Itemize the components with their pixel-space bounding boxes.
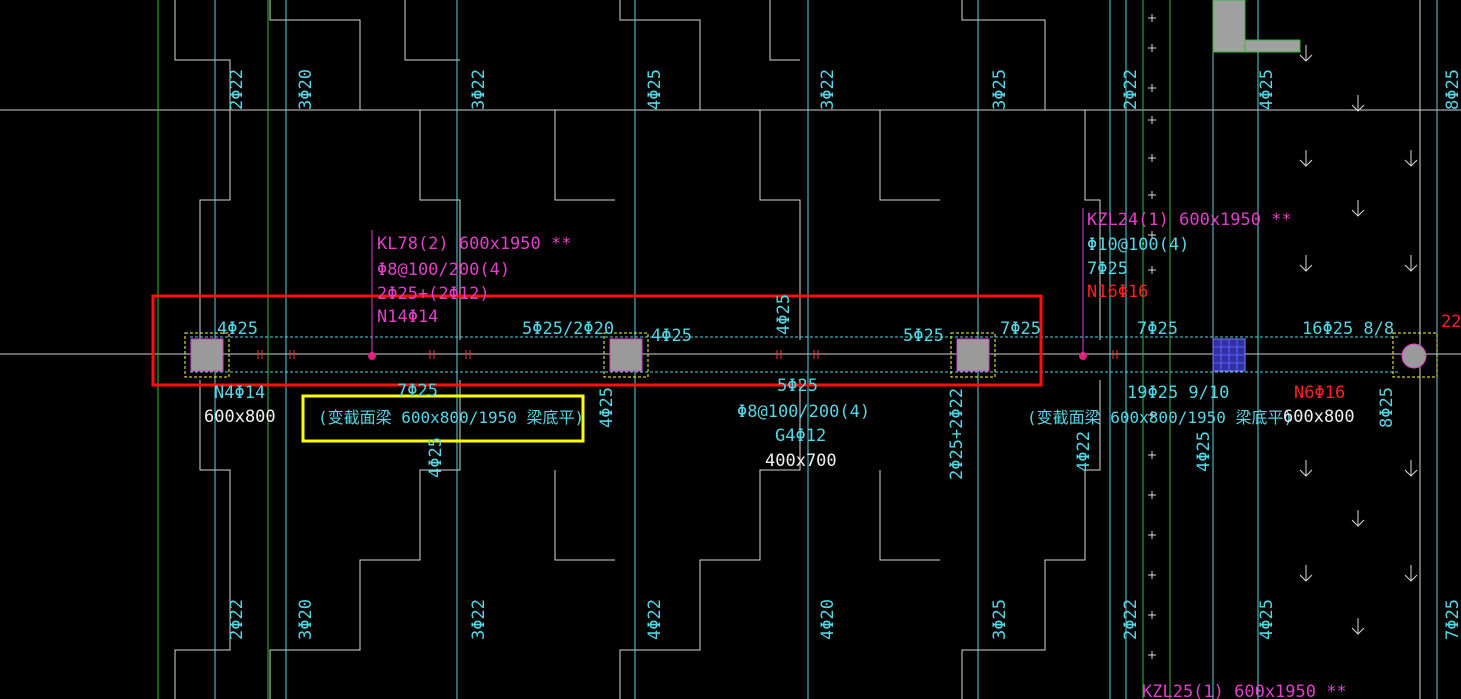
beam-mid-vertical-label: 4Φ25 [774,294,794,335]
far-right-size-label: 600x800 [1283,407,1355,427]
dimension-ticks [257,350,1118,359]
beam-kl78-label: KL78(2) 600x1950 ** Φ8@100/200(4) 2Φ25+(… [377,234,571,327]
far-right-bottom-label: N6Φ16 [1294,383,1345,403]
wall-labels-bottom: 2Φ22 3Φ20 3Φ22 4Φ22 4Φ20 3Φ25 2Φ22 4Φ25 … [227,599,1461,640]
wall-label-top: 2Φ22 [227,69,247,110]
label-leaders [371,208,1084,356]
wall-label-top: 4Φ25 [645,69,665,110]
wall-label-bottom: 4Φ22 [645,599,665,640]
beam-kl78-side-bars: N14Φ14 [377,307,438,327]
wall-label-top: 4Φ25 [1257,69,1277,110]
beam-kzl24-stirrup: Φ10@100(4) [1087,235,1189,255]
wall-label-top: 3Φ22 [469,69,489,110]
beam-kzl24-side-bars: N16Φ16 [1087,282,1148,302]
column-1 [184,332,230,378]
wall-label-bottom: 3Φ25 [990,599,1010,640]
mid-bottom-left-label: 7Φ25 [397,381,438,401]
beam-kzl24-label: KZL24(1) 600x1950 ** Φ10@100(4) 7Φ25 N16… [1087,210,1292,302]
note-left: (变截面梁 600x800/1950 梁底平) [318,408,584,427]
beam-outline [190,336,1400,373]
yellow-highlight-box [301,394,585,443]
column-fill-top [1212,0,1301,53]
mid-stirrup-label: Φ8@100/200(4) [737,402,870,422]
beam-kl78-name: KL78(2) 600x1950 ** [377,234,571,254]
wall-label-top: 8Φ25 [1443,69,1461,110]
guide-lines [0,109,1461,355]
beam-kzl24-top-bars: 7Φ25 [1087,259,1128,279]
column-4-hatched [1212,338,1246,372]
support-2-left-label: 5Φ25/2Φ20 [522,319,614,339]
wall-label-bottom: 4Φ20 [818,599,838,640]
red-highlight-box [151,294,1043,387]
wall-label-top: 3Φ20 [296,69,316,110]
wall-label-top: 3Φ22 [818,69,838,110]
column-2 [603,332,649,378]
vertical-left-label: 4Φ25 [426,437,446,478]
wall-label-bottom: 3Φ22 [469,599,489,640]
plus-markers [1148,14,1156,659]
right-top-label: 7Φ25 [1137,319,1178,339]
mid-size-label: 400x700 [765,451,837,471]
support-2-vertical-label: 4Φ25 [597,387,617,428]
right-vertical-1-label: 4Φ22 [1074,431,1094,472]
column-5-round [1392,332,1438,378]
support-3-right-label: 7Φ25 [1000,319,1041,339]
beam-kl78-top-bars: 2Φ25+(2Φ12) [377,284,490,304]
wall-label-bottom: 2Φ22 [227,599,247,640]
arrow-markers [1299,45,1418,635]
wall-labels-top: 2Φ22 3Φ20 3Φ22 4Φ25 3Φ22 3Φ25 2Φ22 4Φ25 … [227,69,1461,110]
far-right-edge-label: 22 [1441,312,1461,332]
support-3-vertical-label: 2Φ25+2Φ22 [947,388,967,480]
right-vertical-2-label: 4Φ25 [1194,431,1214,472]
mid-side-label: G4Φ12 [775,426,826,446]
wall-label-bottom: 3Φ20 [296,599,316,640]
support-3-left-label: 5Φ25 [903,326,944,346]
note-right: (变截面梁 600x800/1950 梁底平) [1027,408,1293,427]
wall-label-bottom: 4Φ25 [1257,599,1277,640]
green-axis-lines [157,0,1171,699]
wall-label-top: 3Φ25 [990,69,1010,110]
wall-label-bottom: 7Φ25 [1443,599,1461,640]
right-bottom-label: 19Φ25 9/10 [1127,383,1229,403]
beam-kzl25-name: KZL25(1) 600x1950 ** [1142,682,1347,699]
far-right-vertical-label: 8Φ25 [1377,387,1397,428]
far-right-top-label: 16Φ25 8/8 [1302,319,1394,339]
left-size-label: 600x800 [204,407,276,427]
wall-label-bottom: 2Φ22 [1121,599,1141,640]
column-3 [950,332,996,378]
beam-kzl24-name: KZL24(1) 600x1950 ** [1087,210,1292,230]
span-labels: 4Φ25 N4Φ14 600x800 7Φ25 (变截面梁 600x800/19… [204,294,1461,480]
left-support-label: 4Φ25 [217,319,258,339]
wall-label-top: 2Φ22 [1121,69,1141,110]
support-2-right-label: 4Φ25 [651,326,692,346]
left-bottom-label: N4Φ14 [214,383,265,403]
mid-bottom-label: 5Φ25 [777,376,818,396]
beam-kl78-stirrup: Φ8@100/200(4) [377,260,510,280]
